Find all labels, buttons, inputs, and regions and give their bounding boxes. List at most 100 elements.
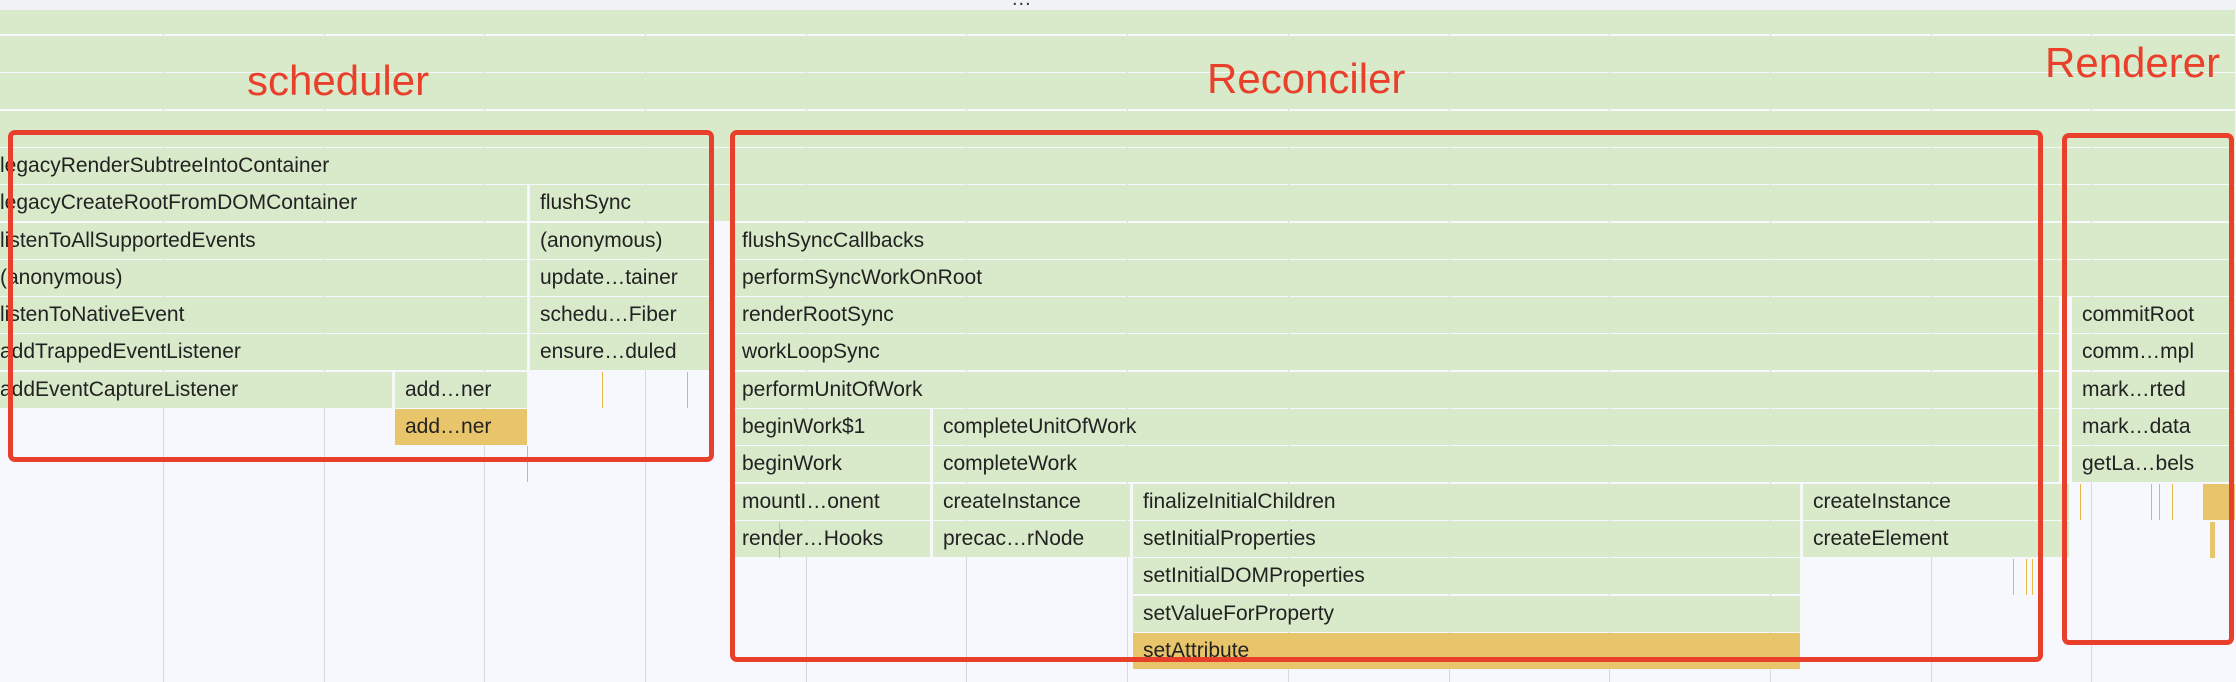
scheduler-label: scheduler — [247, 57, 430, 104]
call-frame-label: getLa…bels — [2082, 452, 2195, 476]
call-frame[interactable]: flushSync — [530, 185, 2236, 222]
call-frame-label: performSyncWorkOnRoot — [742, 265, 983, 289]
call-frame-label: setInitialProperties — [1143, 526, 1316, 550]
call-frame-label: flushSyncCallbacks — [742, 228, 925, 252]
call-frame-sliver[interactable] — [779, 522, 780, 558]
call-frame-label: mountI…onent — [742, 489, 880, 513]
call-frame-label: add…ner — [405, 377, 492, 401]
call-frame-label: render…Hooks — [742, 526, 884, 550]
call-frame-label: performUnitOfWork — [742, 377, 923, 401]
call-frame-label: (anonymous) — [540, 228, 663, 252]
call-frame-label: completeUnitOfWork — [943, 415, 1137, 438]
call-frame[interactable]: completeUnitOfWork — [933, 409, 2060, 445]
call-frame[interactable]: addTrappedEventListener — [0, 334, 528, 371]
call-frame[interactable]: createElement — [1803, 520, 2070, 557]
call-frame[interactable]: ensure…duled — [530, 334, 712, 371]
call-frame-label: setValueForProperty — [1143, 601, 1335, 625]
call-frame-label: flushSync — [540, 191, 632, 215]
call-frame[interactable] — [0, 36, 2236, 72]
call-frame[interactable]: commitRoot — [2072, 297, 2236, 334]
call-frame[interactable]: legacyRenderSubtreeIntoContainer — [0, 147, 2236, 184]
call-frame-sliver[interactable] — [602, 372, 603, 408]
call-frame-label: commitRoot — [2082, 303, 2195, 327]
call-frame-label: workLoopSync — [742, 340, 880, 364]
call-frame[interactable]: flushSyncCallbacks — [732, 222, 2236, 259]
call-frame-sliver[interactable] — [687, 372, 688, 408]
renderer-label: Renderer — [2045, 39, 2221, 86]
call-frame-sliver[interactable] — [2159, 484, 2160, 520]
call-frame[interactable]: performSyncWorkOnRoot — [732, 259, 2236, 296]
call-frame-label: schedu…Fiber — [540, 303, 677, 327]
call-frame-label: (anonymous) — [0, 265, 123, 289]
call-frame[interactable]: createInstance — [1803, 483, 2070, 520]
call-frame-sliver[interactable] — [2172, 484, 2173, 520]
call-frame[interactable]: add…ner — [395, 409, 528, 445]
call-frame[interactable]: completeWork — [933, 446, 2060, 483]
ellipsis-icon[interactable]: ... — [1012, 0, 1032, 11]
call-frame-label: listenToNativeEvent — [0, 303, 185, 327]
call-frame[interactable]: update…tainer — [530, 259, 712, 296]
call-frame[interactable]: (anonymous) — [530, 222, 712, 259]
call-frame[interactable]: mark…data — [2072, 409, 2236, 445]
call-frame[interactable]: performUnitOfWork — [732, 371, 2060, 408]
call-frame-label: completeWork — [943, 452, 1077, 476]
call-frame[interactable]: add…ner — [395, 371, 528, 408]
call-frame-label: mark…data — [2082, 415, 2191, 438]
call-frame-label: createInstance — [943, 489, 1081, 513]
call-frame-label: beginWork$1 — [742, 415, 866, 438]
call-frame-sliver[interactable] — [2013, 559, 2014, 595]
call-frame-label: finalizeInitialChildren — [1143, 489, 1336, 513]
call-frame[interactable] — [2210, 522, 2216, 558]
call-frame[interactable] — [0, 73, 2236, 110]
call-frame[interactable]: listenToAllSupportedEvents — [0, 222, 528, 259]
call-frame[interactable]: setValueForProperty — [1133, 595, 1801, 632]
call-frame-label: precac…rNode — [943, 526, 1085, 550]
call-frame[interactable]: addEventCaptureListener — [0, 371, 393, 408]
call-frame[interactable]: (anonymous) — [0, 259, 528, 296]
call-frame-label: beginWork — [742, 452, 842, 476]
call-frame[interactable]: comm…mpl — [2072, 334, 2236, 371]
call-frame-sliver[interactable] — [527, 446, 528, 482]
call-frame-sliver[interactable] — [2032, 559, 2033, 595]
call-frame[interactable] — [0, 110, 2236, 147]
call-frame[interactable]: render…Hooks — [732, 520, 931, 557]
call-frame-sliver[interactable] — [2026, 559, 2027, 595]
call-frame-label: listenToAllSupportedEvents — [0, 228, 256, 252]
call-frame-label: update…tainer — [540, 265, 678, 289]
call-frame-label: createElement — [1813, 526, 1949, 550]
call-frame[interactable] — [0, 10, 2236, 34]
call-frame-label: setInitialDOMProperties — [1143, 564, 1365, 588]
call-frame-label: mark…rted — [2082, 377, 2186, 401]
call-frame[interactable]: createInstance — [933, 483, 1131, 520]
call-frame-sliver[interactable] — [2151, 484, 2152, 520]
call-frame[interactable]: mark…rted — [2072, 371, 2236, 408]
call-frame[interactable]: beginWork — [732, 446, 931, 483]
call-frame[interactable]: workLoopSync — [732, 334, 2060, 371]
call-frame-label: legacyCreateRootFromDOMContainer — [0, 191, 358, 215]
call-frame-label: ensure…duled — [540, 340, 677, 364]
call-frame[interactable]: renderRootSync — [732, 297, 2060, 334]
call-frame-label: addEventCaptureListener — [0, 377, 239, 401]
call-frame-label: legacyRenderSubtreeIntoContainer — [0, 153, 330, 177]
call-frame[interactable]: schedu…Fiber — [530, 297, 712, 334]
call-frame[interactable]: listenToNativeEvent — [0, 297, 528, 334]
call-frame[interactable]: getLa…bels — [2072, 446, 2236, 483]
reconciler-label: Reconciler — [1207, 55, 1406, 102]
reconciler-highlight-box — [730, 130, 2043, 662]
call-frame-sliver[interactable] — [2080, 484, 2081, 520]
call-frame[interactable]: finalizeInitialChildren — [1133, 483, 1801, 520]
scheduler-highlight-box — [8, 130, 714, 462]
call-frame[interactable]: setAttribute — [1133, 632, 1801, 669]
call-frame-label: add…ner — [405, 415, 492, 438]
call-frame[interactable]: setInitialProperties — [1133, 520, 1801, 557]
call-frame[interactable]: legacyCreateRootFromDOMContainer — [0, 185, 528, 222]
call-frame-label: comm…mpl — [2082, 340, 2195, 364]
call-frame[interactable]: mountI…onent — [732, 483, 931, 520]
call-frame[interactable]: beginWork$1 — [732, 409, 931, 445]
call-frame-label: addTrappedEventListener — [0, 340, 241, 364]
call-frame-label: renderRootSync — [742, 303, 894, 327]
call-frame-label: setAttribute — [1143, 638, 1250, 662]
call-frame[interactable]: setInitialDOMProperties — [1133, 558, 1801, 595]
call-frame[interactable]: precac…rNode — [933, 520, 1131, 557]
renderer-highlight-box — [2062, 133, 2234, 645]
